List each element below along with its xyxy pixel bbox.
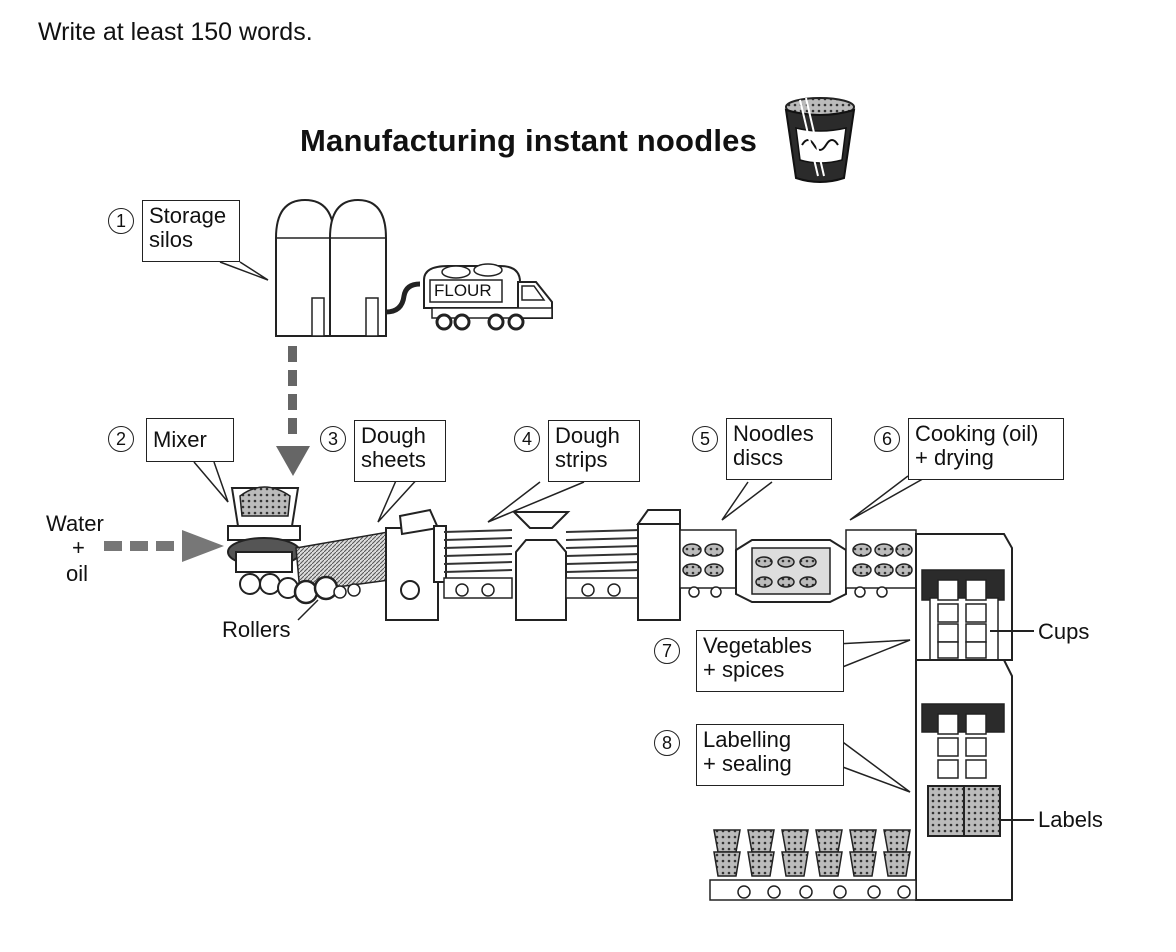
mixer [227,486,301,573]
noodle-cup-icon [784,97,856,183]
labels-label: Labels [1038,807,1103,832]
step-box-storage-silos: Storage silos [142,200,240,262]
step-label: Cooking (oil) [915,421,1039,446]
step-label: Vegetables [703,633,812,658]
step-number-7: 7 [654,638,680,664]
step-box-vegetables-spices: Vegetables + spices [696,630,844,692]
cup-filling-machine [915,533,1034,661]
step-label: + drying [915,445,994,470]
step-label: discs [733,445,784,470]
step-box-mixer: Mixer [146,418,234,462]
step-number-5: 5 [692,426,718,452]
step-label: Noodles [733,421,814,446]
step-label: silos [149,227,194,252]
step-number-6: 6 [874,426,900,452]
cups-label: Cups [1038,619,1090,644]
flour-truck [423,263,553,331]
step-label: + sealing [703,751,792,776]
step-label: Mixer [153,427,207,452]
step-box-dough-sheets: Dough sheets [354,420,446,482]
output-conveyor [709,829,917,901]
step-box-labelling-sealing: Labelling + sealing [696,724,844,786]
step-box-dough-strips: Dough strips [548,420,640,482]
water-oil-arrow [104,530,224,562]
step-label: Dough [361,423,426,448]
step-number-2: 2 [108,426,134,452]
step-number-8: 8 [654,730,680,756]
step-number-4: 4 [514,426,540,452]
oil-label: oil [66,561,89,586]
main-conveyor [385,508,917,621]
labelling-machine [915,659,1034,901]
step-box-cooking-drying: Cooking (oil) + drying [908,418,1064,480]
step-label: Storage [149,203,227,228]
storage-silos [275,198,421,337]
step-number-1: 1 [108,208,134,234]
rollers [239,529,405,621]
instruction-text: Write at least 150 words. [38,18,313,46]
step-label: Labelling [703,727,792,752]
diagram-title: Manufacturing instant noodles [300,123,758,158]
water-label: Water [46,511,104,536]
step-label: strips [555,447,608,472]
step-label: sheets [361,447,426,472]
step-label: + spices [703,657,785,682]
truck-flour-label: FLOUR [434,281,492,300]
step-box-noodles-discs: Noodles discs [726,418,832,480]
step-label: Dough [555,423,620,448]
rollers-label: Rollers [222,617,291,642]
flour-flow-arrow [276,346,310,476]
step-number-3: 3 [320,426,346,452]
plus-label: + [72,535,85,560]
callout-pointers [193,261,929,793]
